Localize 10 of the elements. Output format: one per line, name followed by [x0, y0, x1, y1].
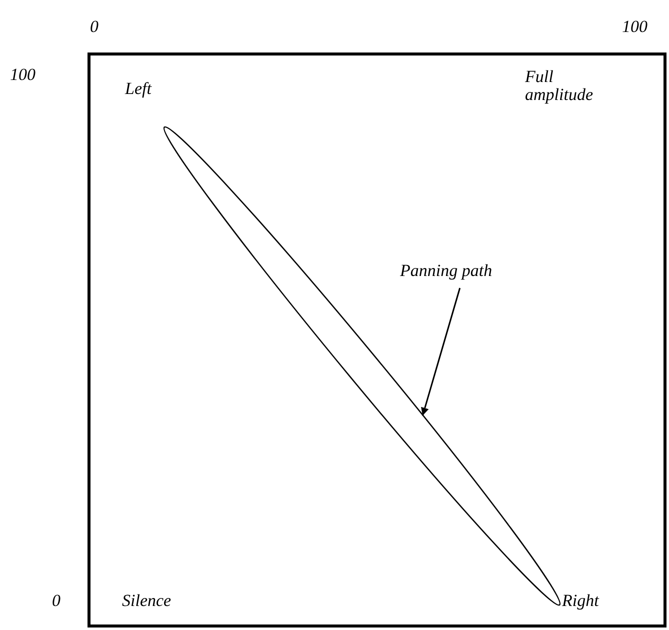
corner-label: Full amplitude — [525, 68, 594, 104]
axis-tick-label: 0 — [52, 592, 60, 610]
axis-tick-label: 0 — [90, 18, 98, 36]
leader-arrow — [421, 288, 461, 416]
corner-label: Right — [562, 592, 599, 610]
corner-label: Left — [125, 80, 152, 98]
axis-tick-label: 100 — [10, 66, 36, 84]
callout-text: Panning path — [400, 262, 492, 280]
axis-tick-label: 100 — [622, 18, 648, 36]
corner-label: Silence — [122, 592, 172, 610]
